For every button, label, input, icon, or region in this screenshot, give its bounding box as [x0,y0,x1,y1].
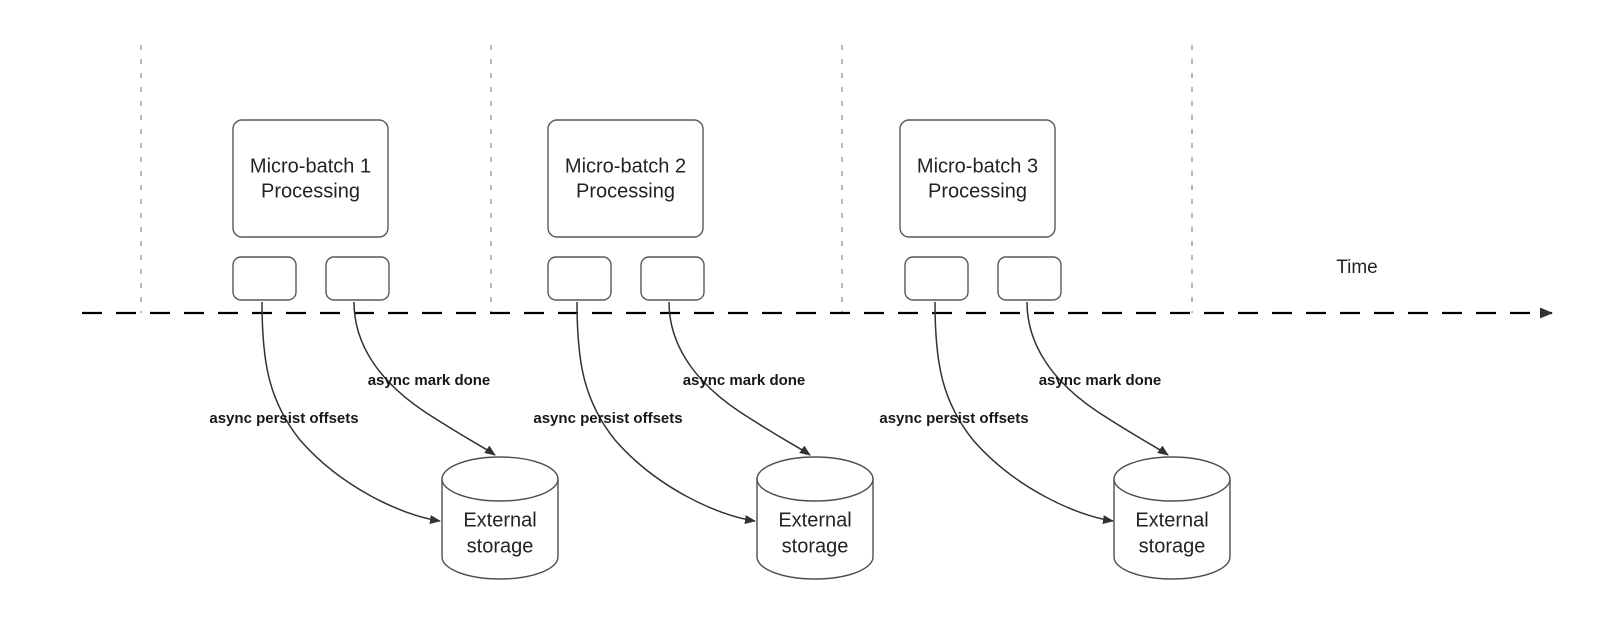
mark-done-curve-1 [353,301,496,456]
external-storage-2[interactable]: External storage [756,456,874,580]
persist-offsets-curve-3 [934,301,1114,524]
task-box-3-left[interactable] [904,256,969,301]
task-box-2-left[interactable] [547,256,612,301]
micro-batch-2-box[interactable] [547,119,704,238]
time-axis-label: Time [1336,257,1378,278]
external-storage-1-label-line1: External [463,509,536,531]
external-storage-2-label-line1: External [778,509,851,531]
micro-batch-3-label-line2: Processing [928,180,1027,202]
edge-label-persist-offsets-1: async persist offsets [209,410,358,427]
external-storage-1-label-line2: storage [467,535,534,557]
micro-batch-1-box[interactable] [232,119,389,238]
edge-label-persist-offsets-2: async persist offsets [533,410,682,427]
micro-batch-2-label-line2: Processing [576,180,675,202]
micro-batch-2-label-line1: Micro-batch 2 [565,155,686,177]
mark-done-curve-3 [1026,301,1169,456]
task-box-1-left[interactable] [232,256,297,301]
edge-label-mark-done-2: async mark done [683,372,806,389]
external-storage-3-label-line2: storage [1139,535,1206,557]
persist-offsets-curve-1 [261,301,441,524]
persist-offsets-curve-2 [576,301,756,524]
task-box-2-right[interactable] [640,256,705,301]
micro-batch-group-3: Micro-batch 3 Processing async persist o… [879,119,1231,580]
edge-label-mark-done-1: async mark done [368,372,491,389]
micro-batch-1-label-line2: Processing [261,180,360,202]
external-storage-3-label-line1: External [1135,509,1208,531]
mark-done-curve-2 [668,301,811,456]
external-storage-2-label-line2: storage [782,535,849,557]
external-storage-1[interactable]: External storage [441,456,559,580]
task-box-1-right[interactable] [325,256,390,301]
micro-batch-group-2: Micro-batch 2 Processing async persist o… [533,119,874,580]
tick-marks-group [140,45,1193,313]
micro-batch-group-1: Micro-batch 1 Processing async persist o… [209,119,559,580]
edge-label-mark-done-3: async mark done [1039,372,1162,389]
micro-batch-3-box[interactable] [899,119,1056,238]
edge-label-persist-offsets-3: async persist offsets [879,410,1028,427]
external-storage-3[interactable]: External storage [1113,456,1231,580]
time-axis-group: Time [82,257,1553,319]
task-box-3-right[interactable] [997,256,1062,301]
micro-batch-1-label-line1: Micro-batch 1 [250,155,371,177]
micro-batch-3-label-line1: Micro-batch 3 [917,155,1038,177]
